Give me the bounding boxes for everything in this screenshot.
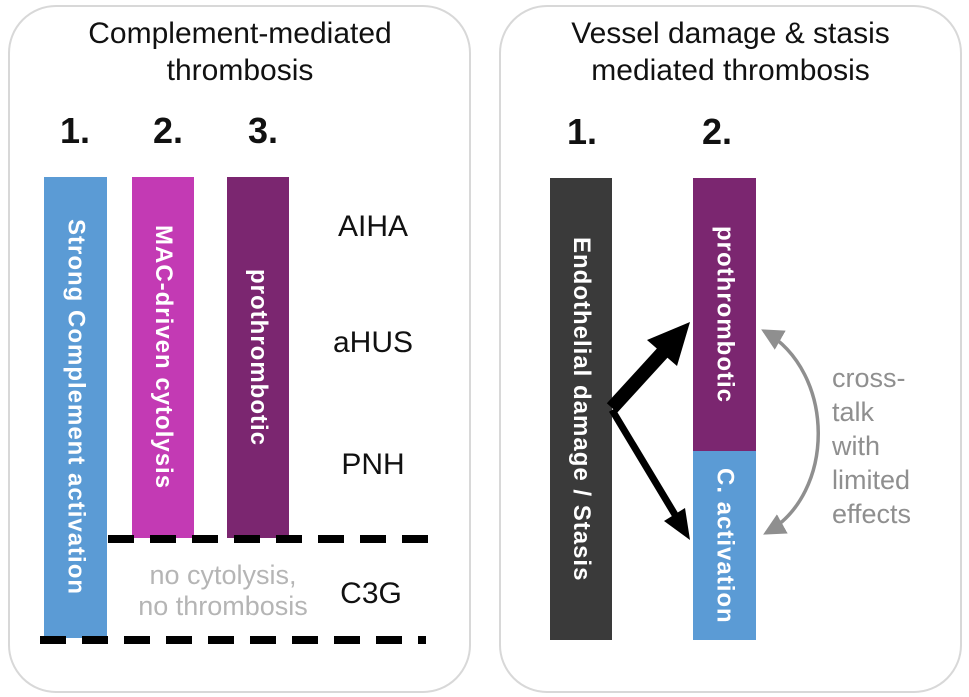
bar-mac-driven-cytolysis: MAC-driven cytolysis	[132, 177, 194, 538]
no-cytolysis-note: no cytolysis, no thrombosis	[138, 560, 308, 621]
bar-strong-complement-activation-label: Strong Complement activation	[62, 219, 90, 596]
bar-prothrombotic-left-label: prothrombotic	[245, 269, 272, 446]
left-panel-title: Complement-mediated thrombosis	[88, 17, 392, 87]
left-step-number-3: 3.	[247, 110, 279, 151]
bar-prothrombotic-right-label: prothrombotic	[711, 226, 739, 403]
left-step-number-2: 2.	[152, 110, 184, 151]
bar-c-activation-label: C. activation	[711, 467, 739, 624]
bar-mac-driven-cytolysis-label: MAC-driven cytolysis	[150, 225, 177, 490]
right-panel-title: Vessel damage & stasis mediated thrombos…	[571, 17, 890, 87]
bar-c-activation: C. activation	[693, 451, 756, 640]
disease-label-ahus: aHUS	[332, 326, 414, 359]
disease-label-aiha: AIHA	[337, 210, 409, 243]
left-step-number-1: 1.	[59, 110, 91, 151]
crosstalk-note: cross- talk with limited effects	[832, 363, 912, 529]
right-step-number-2: 2.	[701, 111, 733, 152]
bar-strong-complement-activation: Strong Complement activation	[44, 177, 107, 638]
bar-endothelial-damage-stasis-label: Endothelial damage / Stasis	[568, 236, 595, 582]
right-step-number-1: 1.	[566, 111, 598, 152]
bar-prothrombotic-left: prothrombotic	[227, 177, 289, 538]
bar-endothelial-damage-stasis: Endothelial damage / Stasis	[550, 178, 612, 640]
disease-label-pnh: PNH	[341, 448, 405, 481]
bar-prothrombotic-right: prothrombotic	[693, 178, 756, 451]
disease-label-c3g: C3G	[340, 577, 402, 610]
